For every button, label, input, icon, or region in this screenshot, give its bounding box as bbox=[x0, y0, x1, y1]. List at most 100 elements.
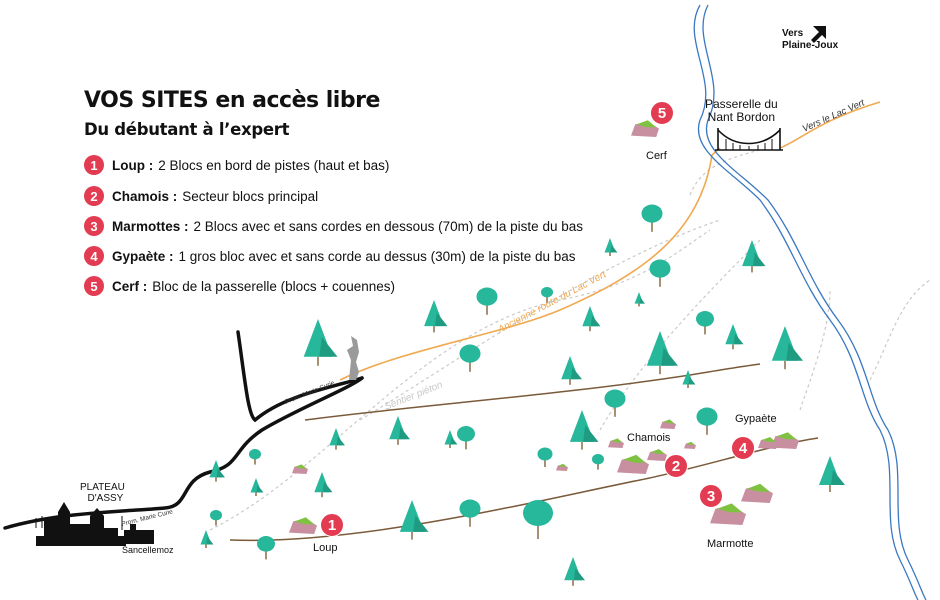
site-marker-cerf[interactable]: 5 bbox=[650, 101, 674, 125]
plateau-line2: D'ASSY bbox=[87, 493, 124, 504]
legend-item: 5 Cerf : Bloc de la passerelle (blocs + … bbox=[84, 275, 395, 297]
pine-icon bbox=[564, 557, 585, 586]
boulder-icon bbox=[684, 441, 696, 449]
tree-icon bbox=[476, 287, 498, 315]
legend-description: Bloc de la passerelle (blocs + couennes) bbox=[152, 278, 396, 294]
vers-plaine-joux-label: Vers Plaine-Joux bbox=[782, 28, 838, 52]
plateau-assy-label: PLATEAU D'ASSY bbox=[80, 482, 125, 504]
boulder-icon bbox=[647, 449, 667, 461]
page-subtitle: Du débutant à l’expert bbox=[84, 120, 290, 139]
vers-line1: Vers bbox=[782, 28, 804, 39]
pine-icon bbox=[682, 370, 696, 388]
pine-icon bbox=[561, 356, 582, 385]
tree-icon bbox=[592, 454, 604, 470]
pine-icon bbox=[314, 472, 333, 498]
legend-item: 4 Gypaète : 1 gros bloc avec et sans cor… bbox=[84, 245, 576, 267]
tree-icon bbox=[541, 287, 553, 303]
pine-icon bbox=[771, 326, 803, 370]
legend-description: Secteur blocs principal bbox=[182, 188, 319, 204]
site-marker-gypaete[interactable]: 4 bbox=[731, 436, 755, 460]
legend-name: Cerf : bbox=[112, 278, 148, 294]
ancienne-route-path bbox=[339, 101, 881, 381]
pine-icon bbox=[399, 500, 429, 540]
pine-icon bbox=[604, 238, 618, 256]
page-title: VOS SITES en accès libre bbox=[84, 88, 380, 113]
legend-name: Loup : bbox=[112, 157, 154, 173]
tree-icon bbox=[641, 204, 663, 232]
sancellemoz-label: Sancellemoz bbox=[122, 545, 174, 555]
legend-description: 2 Blocs avec et sans cordes en dessous (… bbox=[193, 218, 583, 234]
boulder-icon bbox=[758, 437, 778, 449]
legend-number: 4 bbox=[84, 246, 104, 266]
pine-icon bbox=[424, 300, 448, 333]
boulder-icon bbox=[710, 503, 746, 525]
river bbox=[693, 4, 927, 600]
legend-number: 1 bbox=[84, 155, 104, 175]
site-label-gypaete: Gypaète bbox=[735, 413, 777, 425]
legend-name: Gypaète : bbox=[112, 248, 174, 264]
tree-icon bbox=[257, 536, 275, 560]
plateau-line1: PLATEAU bbox=[80, 482, 125, 493]
tree-icon bbox=[523, 500, 553, 539]
pine-icon bbox=[200, 530, 214, 548]
pine-icon bbox=[569, 410, 599, 450]
arrow-icon bbox=[811, 26, 826, 43]
pine-icon bbox=[444, 430, 458, 448]
pine-icon bbox=[634, 292, 645, 307]
legend-name: Marmottes : bbox=[112, 218, 189, 234]
boulder-icon bbox=[660, 419, 676, 429]
pine-icon bbox=[209, 460, 225, 482]
village-icon bbox=[35, 502, 126, 546]
pine-icon bbox=[303, 319, 338, 366]
trees bbox=[200, 204, 845, 586]
site-label-loup: Loup bbox=[313, 542, 338, 554]
legend-item: 3 Marmottes : 2 Blocs avec et sans corde… bbox=[84, 215, 583, 237]
boulder-icon bbox=[631, 120, 659, 137]
site-label-chamois: Chamois bbox=[627, 432, 671, 444]
pine-icon bbox=[582, 306, 601, 332]
road bbox=[3, 330, 364, 530]
sancellemoz-icon bbox=[124, 524, 154, 544]
legend-number: 3 bbox=[84, 216, 104, 236]
pine-icon bbox=[389, 416, 410, 445]
site-marker-marmotte[interactable]: 3 bbox=[699, 484, 723, 508]
tree-icon bbox=[696, 407, 718, 435]
prom-upper-label: Prom. Marie Curie bbox=[284, 379, 336, 405]
legend-name: Chamois : bbox=[112, 188, 178, 204]
bridge-icon bbox=[715, 128, 783, 151]
passerelle-line1: Passerelle du bbox=[705, 97, 778, 111]
legend-description: 1 gros bloc avec et sans corde au dessus… bbox=[178, 248, 576, 264]
site-marker-loup[interactable]: 1 bbox=[320, 513, 344, 537]
pine-icon bbox=[725, 324, 744, 350]
site-label-marmotte: Marmotte bbox=[707, 538, 754, 550]
legend-item: 2 Chamois : Secteur blocs principal bbox=[84, 185, 318, 207]
site-label-cerf: Cerf bbox=[646, 150, 667, 162]
tree-icon bbox=[537, 447, 553, 467]
rock-pillar-icon bbox=[347, 336, 359, 380]
tree-icon bbox=[696, 311, 714, 335]
tree-icon bbox=[604, 389, 626, 417]
site-marker-chamois[interactable]: 2 bbox=[664, 454, 688, 478]
boulder-icon bbox=[608, 438, 624, 448]
boulder-icon bbox=[617, 454, 649, 474]
passerelle-line2: Nant Bordon bbox=[707, 110, 776, 124]
pine-icon bbox=[742, 240, 766, 273]
legend-item: 1 Loup : 2 Blocs en bord de pistes (haut… bbox=[84, 154, 389, 176]
pine-icon bbox=[646, 331, 678, 375]
passerelle-label: Passerelle du Nant Bordon bbox=[705, 98, 778, 124]
tree-icon bbox=[249, 449, 261, 465]
boulder-icon bbox=[556, 463, 568, 471]
boulder-icon bbox=[741, 483, 773, 503]
boulder-icon bbox=[292, 464, 308, 474]
legend-number: 2 bbox=[84, 186, 104, 206]
tree-icon bbox=[459, 499, 481, 527]
tree-icon bbox=[457, 426, 475, 450]
boulders bbox=[289, 120, 799, 534]
boulder-icon bbox=[771, 432, 799, 449]
boulder-icon bbox=[289, 517, 317, 534]
vers-lac-label: Vers le Lac Vert bbox=[801, 97, 867, 134]
vers-line2: Plaine-Joux bbox=[782, 40, 839, 51]
pine-icon bbox=[250, 478, 264, 496]
